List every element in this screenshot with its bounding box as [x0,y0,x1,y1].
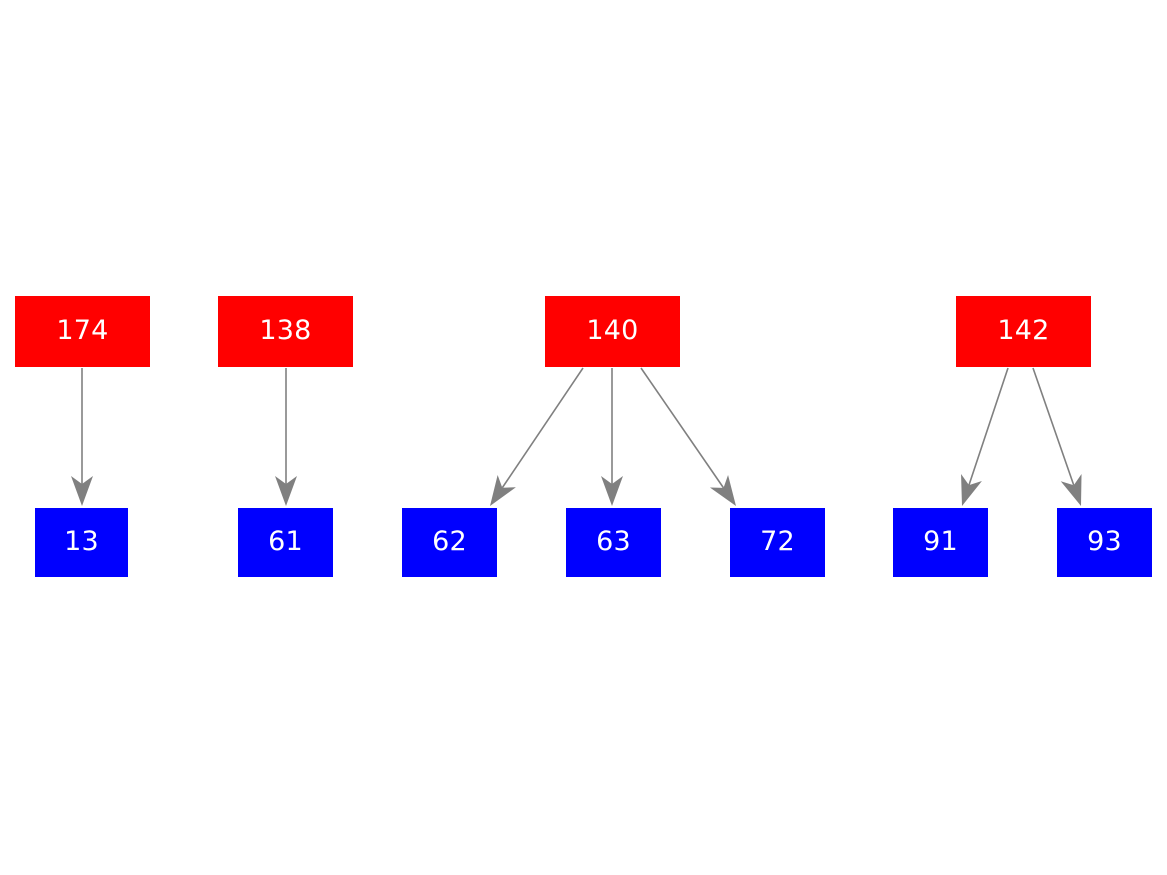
node-label: 93 [1087,526,1122,557]
graph-node-13[interactable]: 13 [35,508,128,577]
edge-138-to-61 [275,368,297,506]
node-label: 174 [56,315,109,346]
arrowhead-icon [709,475,736,506]
node-label: 62 [432,526,467,557]
edge-142-to-91 [961,367,1009,506]
arrowhead-icon [275,476,297,506]
graph-node-91[interactable]: 91 [893,508,988,577]
arrowhead-icon [601,476,623,506]
edge-line [501,367,584,489]
arrowhead-icon [961,474,982,506]
arrowhead-icon [71,476,93,506]
node-label: 61 [268,526,303,557]
graph-node-72[interactable]: 72 [730,508,825,577]
graph-node-63[interactable]: 63 [566,508,661,577]
graph-node-142[interactable]: 142 [956,296,1091,367]
graph-node-93[interactable]: 93 [1057,508,1152,577]
node-label: 142 [997,315,1050,346]
arrowhead-icon [490,474,516,506]
graph-node-140[interactable]: 140 [545,296,680,367]
node-label: 91 [923,526,958,557]
graph-node-61[interactable]: 61 [238,508,333,577]
edge-line [1032,367,1075,486]
edge-line [640,367,725,489]
edge-140-to-72 [640,367,736,506]
graph-node-174[interactable]: 174 [15,296,150,367]
edge-142-to-93 [1032,367,1082,506]
edge-174-to-13 [71,368,93,506]
node-label: 72 [760,526,795,557]
node-label: 13 [64,526,99,557]
arrowhead-icon [1060,474,1082,506]
graph-node-138[interactable]: 138 [218,296,353,367]
node-label: 138 [259,315,312,346]
node-label: 63 [596,526,631,557]
edge-140-to-63 [601,368,623,506]
node-label: 140 [586,315,639,346]
edge-line [968,367,1009,486]
graph-node-62[interactable]: 62 [402,508,497,577]
edge-140-to-62 [490,367,584,506]
